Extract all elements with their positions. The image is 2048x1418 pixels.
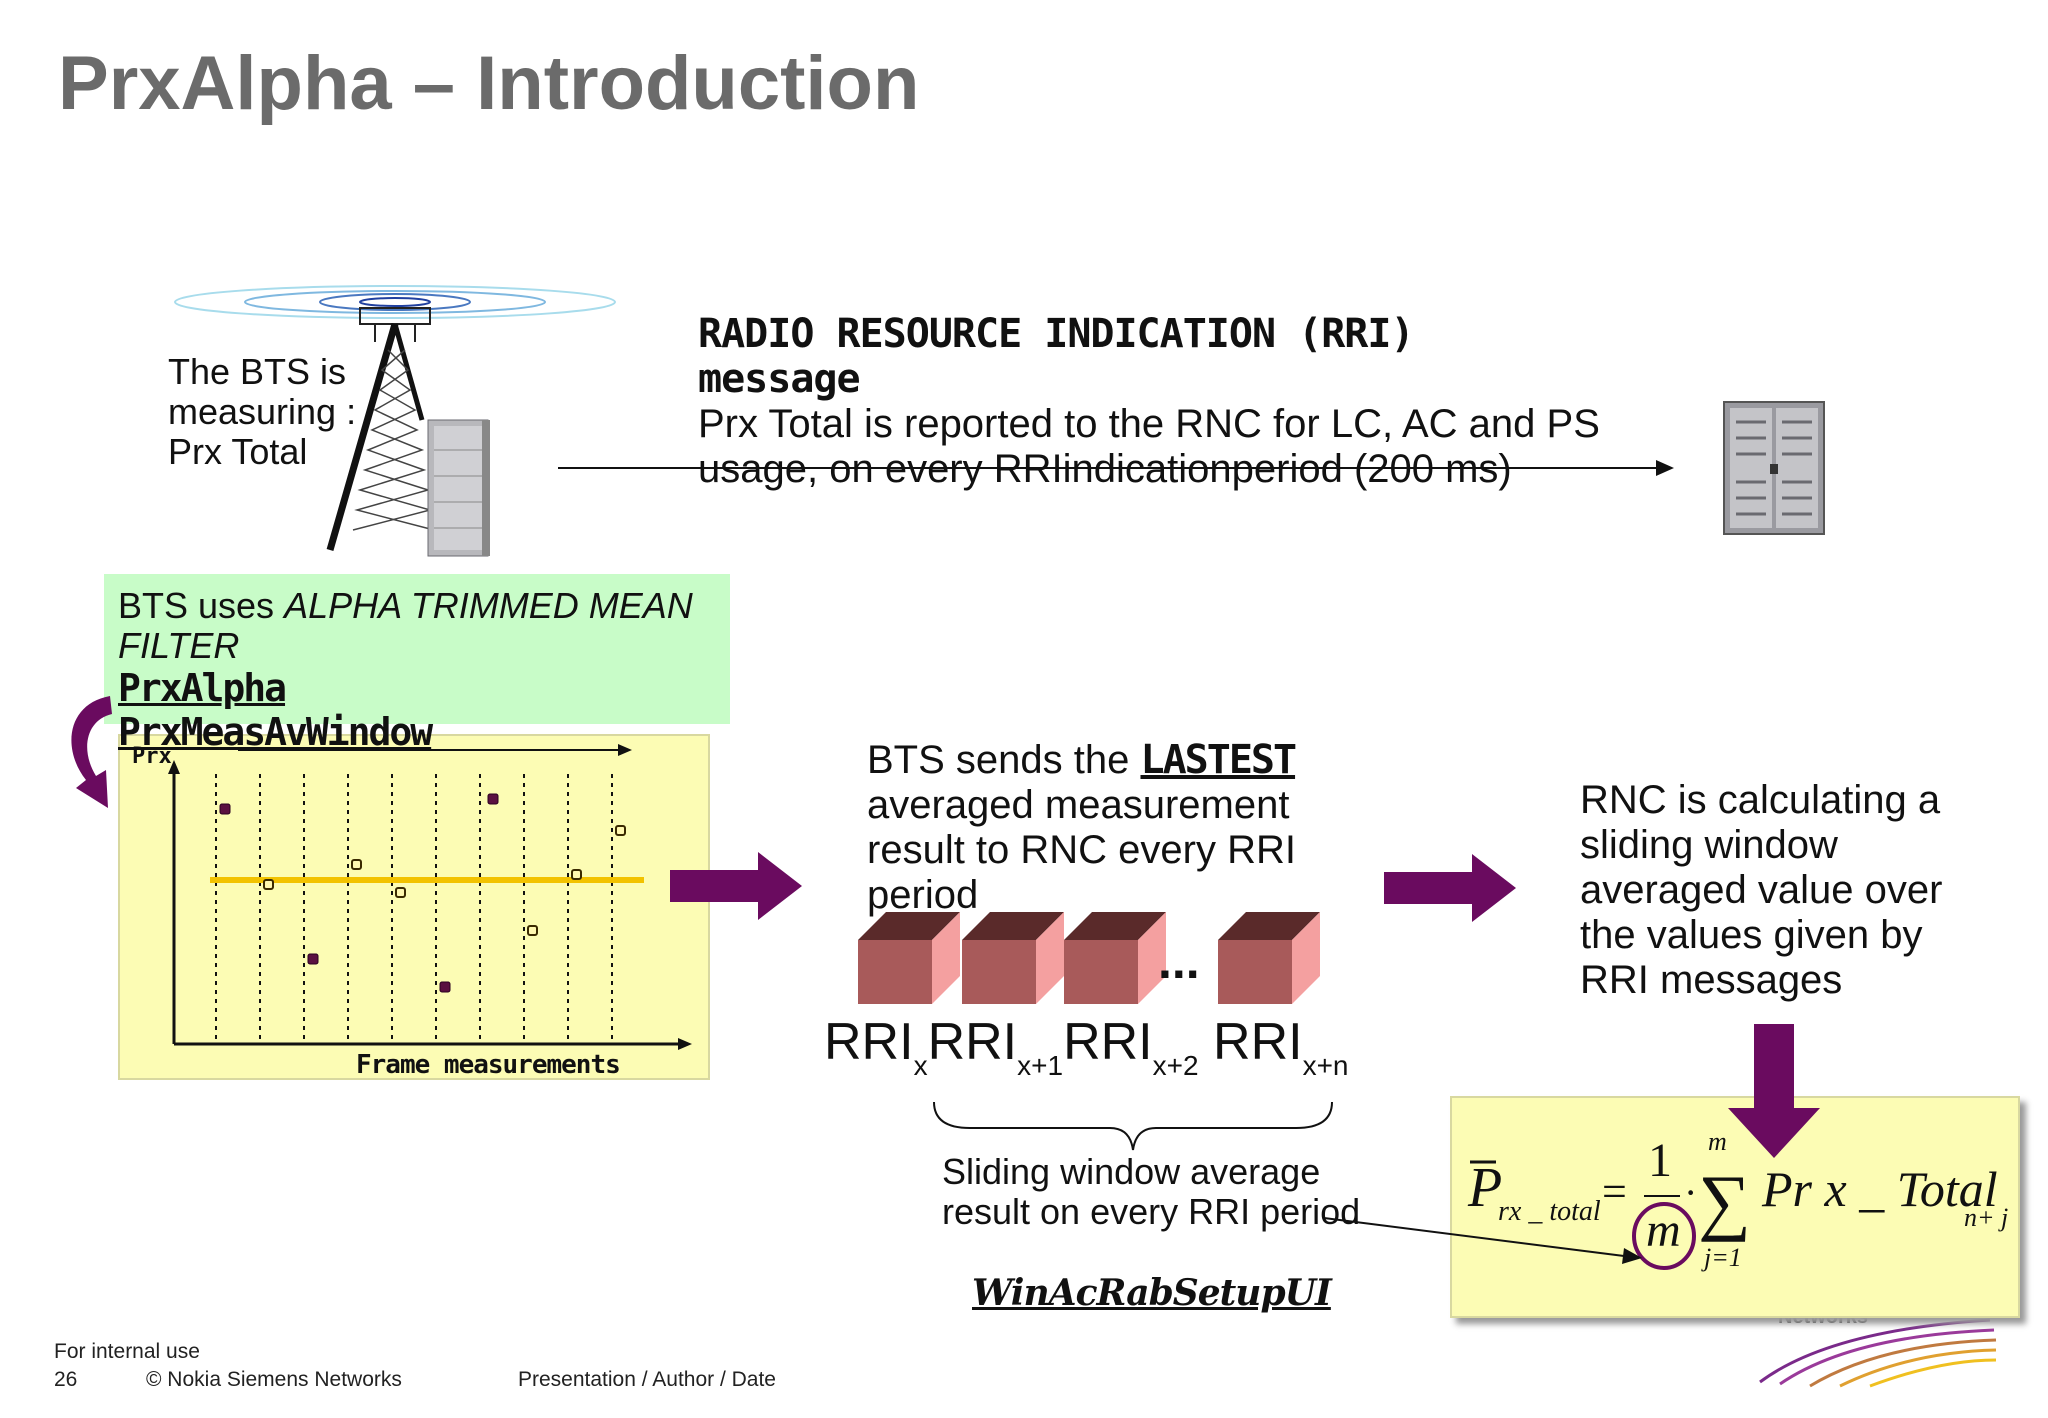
down-arrow-icon [1728, 1024, 1820, 1158]
right-arrow-icon [670, 852, 802, 920]
formula-term-sub: n+ j [1964, 1203, 2008, 1232]
filter-name: ALPHA TRIMMED MEAN FILTER [118, 585, 693, 666]
cube-1 [858, 912, 960, 1004]
rri-title: RADIO RESOURCE INDICATION (RRI) [698, 311, 1415, 357]
footer-presentation: Presentation / Author / Date [518, 1368, 776, 1391]
measurement-plot-axes [168, 744, 692, 1050]
param-prxalpha: PrxAlpha [118, 666, 287, 710]
formula-box [1450, 1096, 2020, 1318]
footer-page-number: 26 [54, 1368, 78, 1391]
rri-cubes [858, 912, 1320, 1004]
param-prxmeasavwindow: PrxMeasAvWindow [118, 710, 433, 754]
formula-term: Pr x _ Total [1761, 1161, 1998, 1217]
sliding-window-brace [933, 1101, 1333, 1151]
curved-arrow-icon [71, 696, 112, 808]
page-title: PrxAlpha – Introduction [58, 41, 920, 126]
cube-4 [1218, 912, 1320, 1004]
param-winacrabsetupui: WinAcRabSetupUI [972, 1272, 1332, 1314]
lastest-emphasis: LASTEST [1140, 737, 1297, 783]
nsn-logo-icon [1759, 1318, 1997, 1388]
chart-x-label: Frame measurements [356, 1050, 621, 1080]
rri-x: RRIx [824, 1013, 928, 1081]
formula-equals: = [1602, 1167, 1627, 1216]
denominator-circle [1632, 1202, 1696, 1270]
rri-message: RADIO RESOURCE INDICATION (RRI) message … [698, 312, 1638, 492]
measurement-chart [118, 734, 710, 1080]
footer-internal: For internal use [54, 1340, 200, 1363]
pointer-arrow [1323, 1217, 1642, 1264]
bts-label: The BTS is measuring : Prx Total [168, 351, 357, 472]
rri-x1: RRIx+1 [927, 1013, 1064, 1081]
rri-report-arrow [558, 460, 1674, 476]
rnc-calc-text: RNC is calculating a sliding window aver… [1580, 778, 1943, 1002]
rnc-server-icon [1723, 401, 1825, 535]
chart-y-label: Prx [132, 744, 172, 769]
formula-sigma: ∑ [1698, 1161, 1751, 1243]
formula-dot: · [1684, 1170, 1697, 1215]
rri-x2: RRIx+2 [1063, 1013, 1199, 1081]
sliding-window-text: Sliding window average result on every R… [942, 1151, 1361, 1232]
formula-upper: m [1708, 1127, 1727, 1156]
cube-3 [1064, 912, 1166, 1004]
bts-tower-icon [174, 285, 616, 557]
formula-lhs: P [1467, 1157, 1502, 1219]
cube-2 [962, 912, 1064, 1004]
footer-copyright: © Nokia Siemens Networks [146, 1368, 402, 1391]
rri-sequence: RRIxRRIx+1RRIx+2 RRIx+n [824, 1012, 1349, 1096]
rri-title-line2: message [698, 356, 861, 402]
cube-ellipsis: ... [1158, 933, 1200, 989]
formula-lhs-sub: rx _ total [1498, 1196, 1601, 1227]
rri-xn: RRIx+n [1213, 1013, 1349, 1081]
bts-sends-text: BTS sends the LASTEST averaged measureme… [867, 738, 1387, 918]
formula-denominator: m [1646, 1204, 1681, 1257]
formula: P rx _ total = 1 m · m ∑ j=1 Pr x _ Tota… [1467, 1127, 2008, 1272]
bts-sends-prefix: BTS sends the [867, 738, 1141, 782]
filter-box: BTS uses ALPHA TRIMMED MEAN FILTER PrxAl… [104, 574, 730, 754]
bts-sends-suffix: averaged measurement result to RNC every… [867, 783, 1296, 917]
formula-numerator: 1 [1648, 1134, 1672, 1187]
filter-text: BTS uses [118, 585, 285, 626]
formula-lower: j=1 [1701, 1243, 1742, 1272]
right-arrow-icon-2 [1384, 854, 1516, 922]
